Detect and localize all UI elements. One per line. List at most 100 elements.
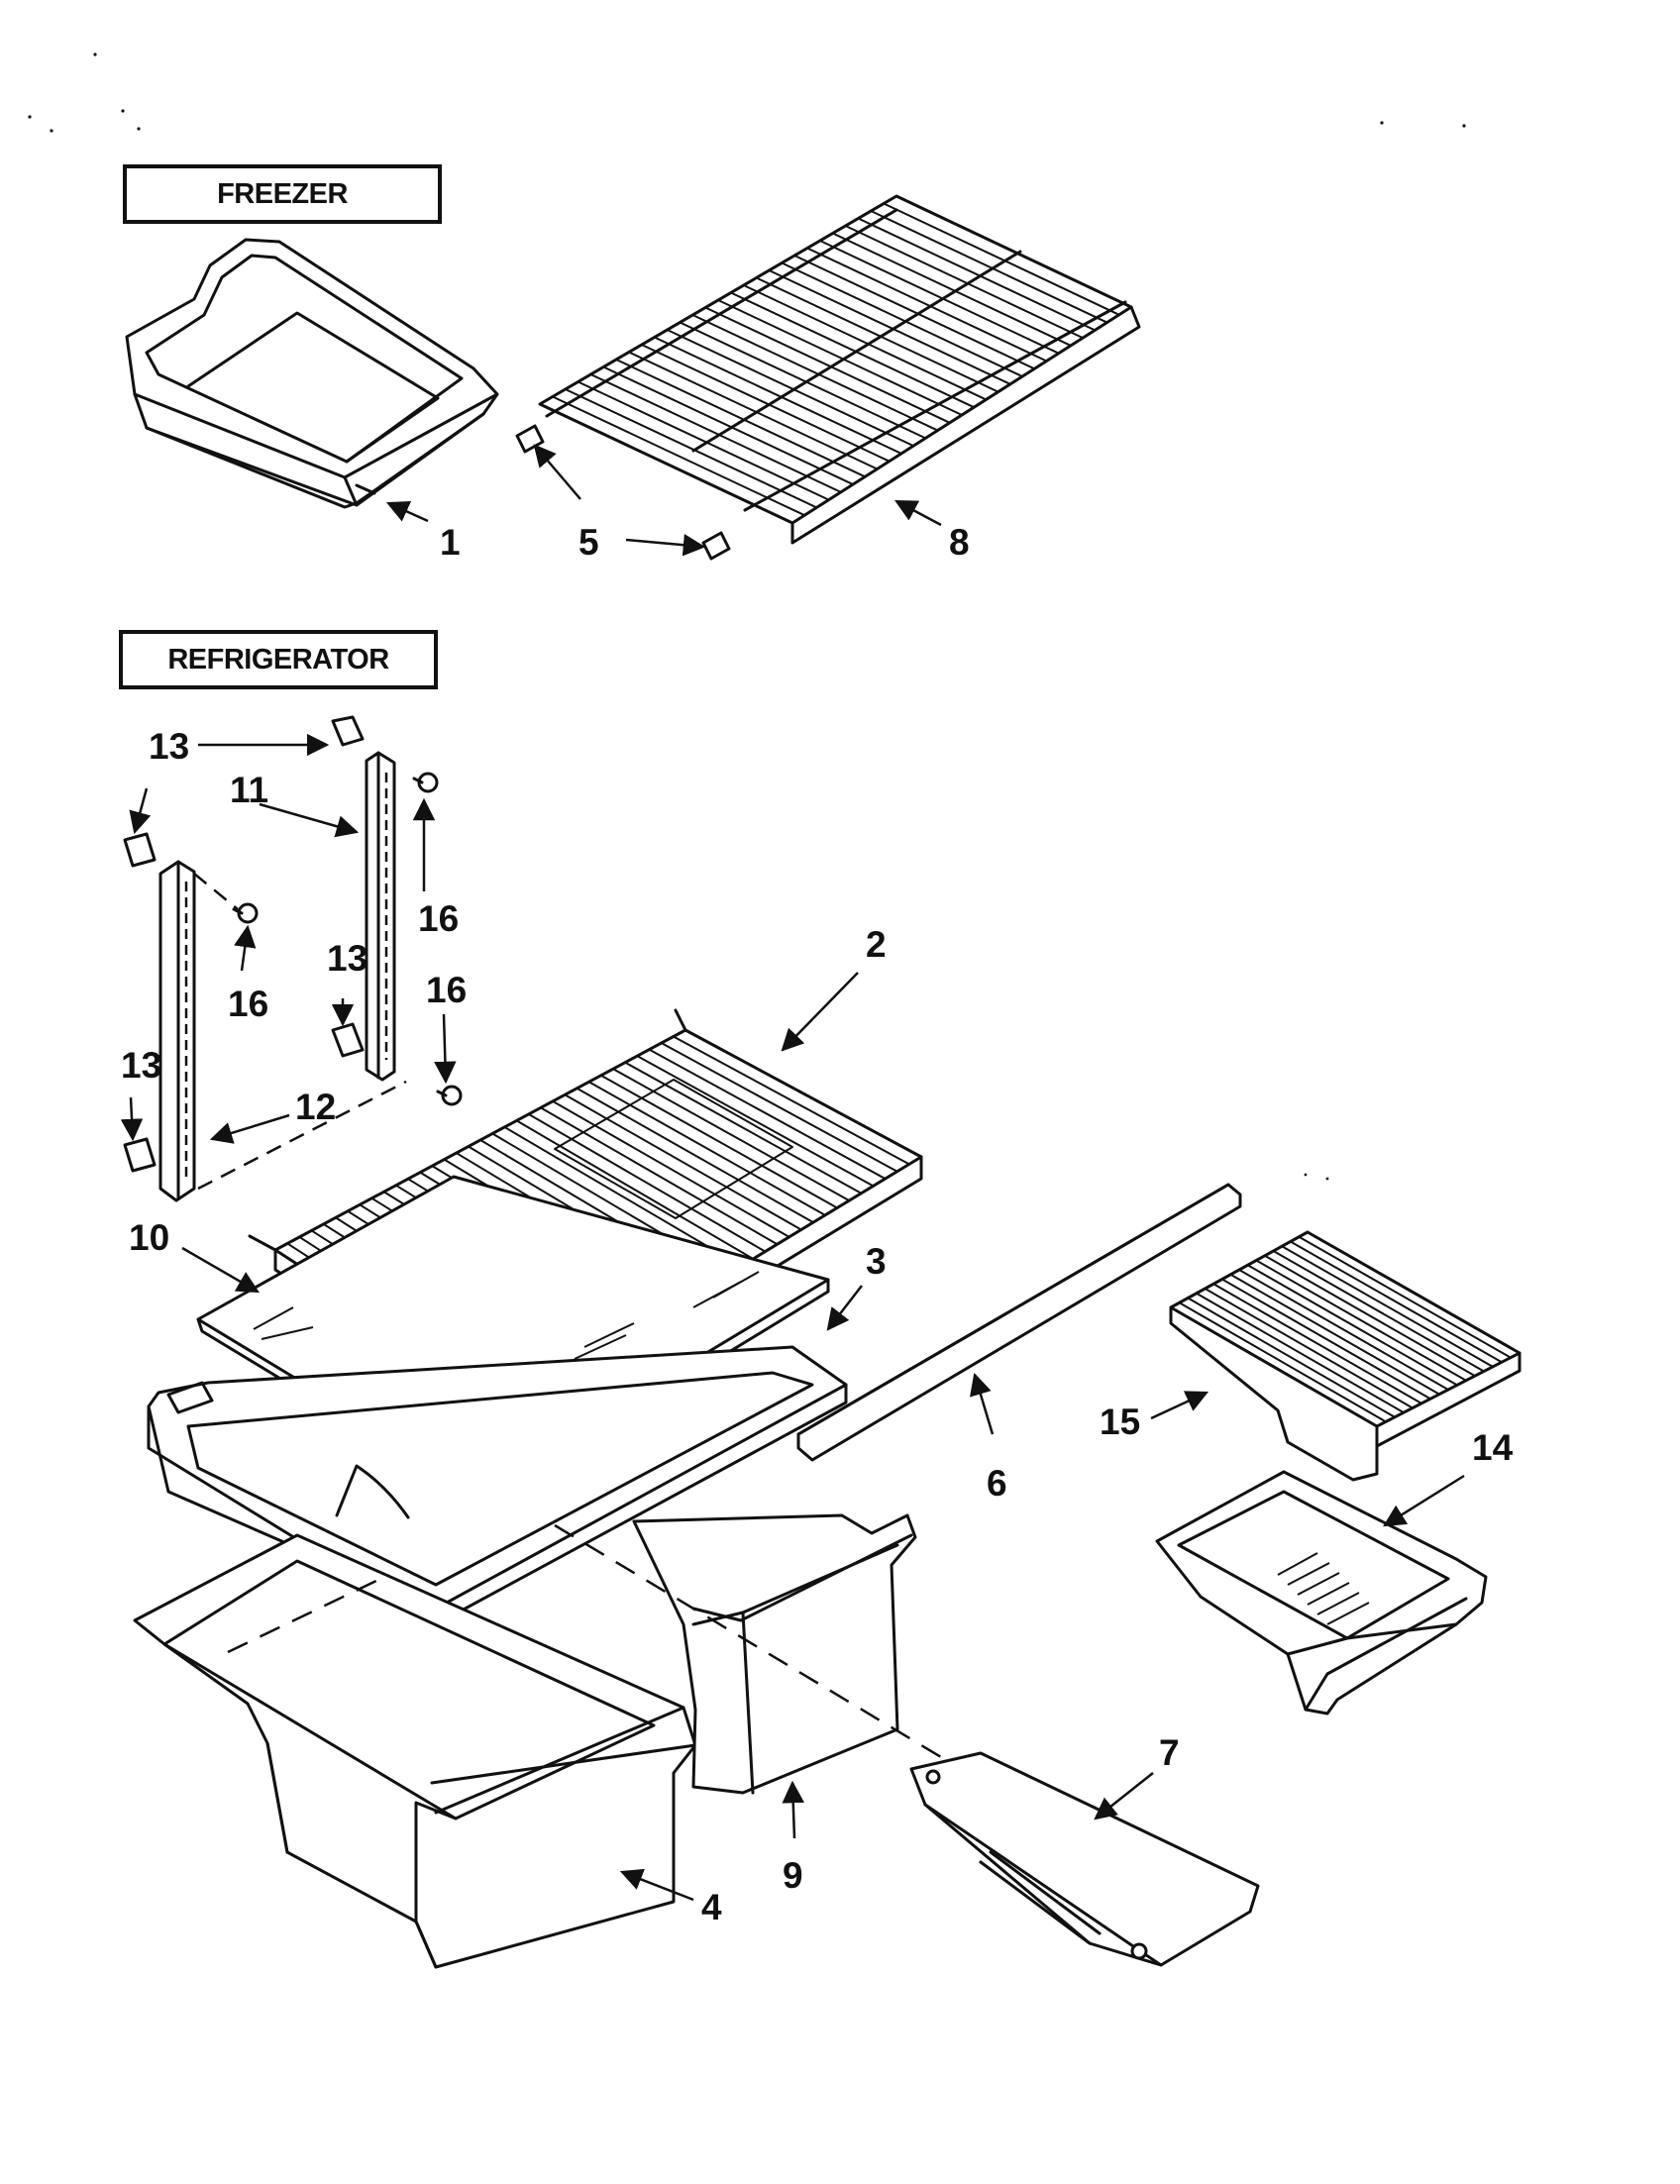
- shelf-wire-rod: [588, 1081, 826, 1216]
- shelf-wire-rod: [781, 261, 1023, 377]
- shelf-wire-rod: [1212, 1283, 1422, 1404]
- shelf-end-cap-part-5: [515, 424, 731, 561]
- callout-1: 1: [440, 522, 461, 563]
- shelf-wire-rod: [615, 359, 866, 478]
- callout-10: 10: [129, 1217, 169, 1258]
- callout-14: 14: [1472, 1427, 1514, 1468]
- shelf-wire-rod: [564, 1093, 802, 1231]
- shelf-wire-rod: [691, 314, 938, 432]
- freezer-basket-part-1: [125, 238, 499, 509]
- shelf-wire-rod: [819, 240, 1060, 355]
- shelf-wire-rod: [578, 380, 830, 501]
- drawer-slide-part-7: [909, 1751, 1260, 1967]
- shelf-wire-rod: [1290, 1240, 1503, 1364]
- shelf-wire-rod: [870, 210, 1107, 324]
- shelf-wire-rod: [1264, 1254, 1476, 1377]
- callout-9: 9: [783, 1855, 803, 1896]
- callout-4: 4: [701, 1887, 722, 1927]
- callout-13-mid: 13: [327, 938, 368, 979]
- freezer-wire-shelf-part-8: [538, 194, 1141, 545]
- callout-2: 2: [866, 924, 887, 965]
- crisper-drawer-part-4: [133, 1533, 697, 1969]
- shelf-wire-rod: [565, 388, 817, 509]
- callout-16-lower: 16: [426, 970, 467, 1010]
- shelf-wire-rod: [1196, 1292, 1405, 1413]
- callout-6: 6: [987, 1463, 1007, 1504]
- ladder-alignment-line: [197, 1080, 407, 1191]
- callout-16-right: 16: [418, 898, 459, 939]
- shelf-wire-rod: [743, 284, 987, 401]
- drawer-slide-alignment-line: [554, 1523, 952, 1765]
- refrigerator-section-label: REFRIGERATOR: [119, 630, 438, 689]
- shelf-wire-rod: [612, 1068, 850, 1201]
- shelf-wire-rod: [756, 276, 999, 393]
- shelf-wire-rod: [1187, 1297, 1396, 1418]
- callout-13-lower-left: 13: [121, 1045, 161, 1086]
- scan-speckles: [28, 52, 1466, 1181]
- shelf-wire-rod: [600, 1074, 838, 1209]
- shelf-wire-rod: [730, 291, 975, 409]
- shelf-wire-rod: [1179, 1301, 1387, 1423]
- freezer-section-label: FREEZER: [123, 164, 442, 224]
- shelf-wire-rod: [602, 365, 854, 485]
- meat-keeper-pan-part-14: [1155, 1470, 1488, 1716]
- shelf-wire-rod: [832, 232, 1072, 347]
- shelf-wire-rod: [552, 1099, 790, 1238]
- shelf-wire-rod: [1221, 1278, 1431, 1401]
- shelf-wire-rod: [1229, 1273, 1440, 1396]
- callout-3: 3: [866, 1241, 887, 1282]
- crisper-drawer-part-9: [632, 1513, 917, 1795]
- ladder-clip-part-13: [123, 715, 365, 1173]
- callout-16-left: 16: [228, 984, 268, 1024]
- callout-13-top: 13: [149, 726, 189, 767]
- shelf-wire-rod: [641, 344, 891, 463]
- shelf-wire-rod: [540, 1106, 779, 1246]
- shelf-wire-rod: [503, 1126, 742, 1268]
- screw-part-16: [232, 772, 463, 1106]
- shelf-wire-rod: [1273, 1250, 1485, 1373]
- callout-5: 5: [578, 522, 599, 563]
- shelf-wire-rod: [1238, 1269, 1449, 1391]
- callout-11: 11: [230, 770, 268, 810]
- callout-arrows: [120, 444, 1465, 1902]
- shelf-wire-rod: [552, 395, 805, 517]
- meat-keeper-cover-part-15: [1169, 1230, 1522, 1482]
- shelf-wire-rod: [806, 247, 1047, 363]
- shelf-wire-rod: [673, 1035, 910, 1166]
- shelf-wire-rod: [576, 1087, 814, 1224]
- shelf-wire-rod: [624, 1061, 862, 1195]
- shelf-wire-rod: [648, 1048, 887, 1180]
- shelf-wire-rod: [667, 329, 914, 448]
- callout-7: 7: [1159, 1732, 1180, 1773]
- shelf-ladder-part-11: [365, 751, 396, 1082]
- shelf-wire-rod: [1281, 1245, 1494, 1368]
- shelf-wire-rod: [769, 269, 1011, 385]
- shelf-wire-rod: [636, 1055, 875, 1188]
- shelf-wire-rod: [654, 336, 902, 455]
- shelf-wire-rod: [1247, 1264, 1458, 1387]
- shelf-wire-rod: [516, 1119, 754, 1260]
- shelf-ladder-part-12: [158, 860, 196, 1202]
- shelf-wire-rod: [1205, 1288, 1414, 1409]
- shelf-wire-rod: [845, 225, 1084, 340]
- shelf-wire-rod: [1255, 1259, 1467, 1382]
- callout-15: 15: [1100, 1402, 1140, 1442]
- shelf-wire-rod: [590, 373, 842, 493]
- callout-8: 8: [949, 522, 970, 563]
- shelf-wire-rod: [680, 321, 926, 440]
- shelf-wire-rod: [717, 299, 963, 416]
- callout-labels: 1 5 8 13 11 16 16 13 16 2 13 12 10 3 15 …: [121, 522, 1514, 1927]
- shelf-wire-rod: [883, 202, 1120, 316]
- screw-alignment-line: [193, 873, 239, 910]
- trim-strip-part-6: [796, 1183, 1242, 1462]
- callout-12: 12: [295, 1087, 336, 1127]
- shelf-wire-rod: [1298, 1235, 1512, 1359]
- shelf-wire-rod: [661, 1042, 898, 1173]
- shelf-wire-rod: [793, 255, 1035, 370]
- shelf-wire-rod: [704, 306, 951, 424]
- shelf-wire-rod: [628, 351, 878, 470]
- shelf-wire-rod: [858, 217, 1096, 332]
- shelf-wire-rod: [528, 1113, 766, 1253]
